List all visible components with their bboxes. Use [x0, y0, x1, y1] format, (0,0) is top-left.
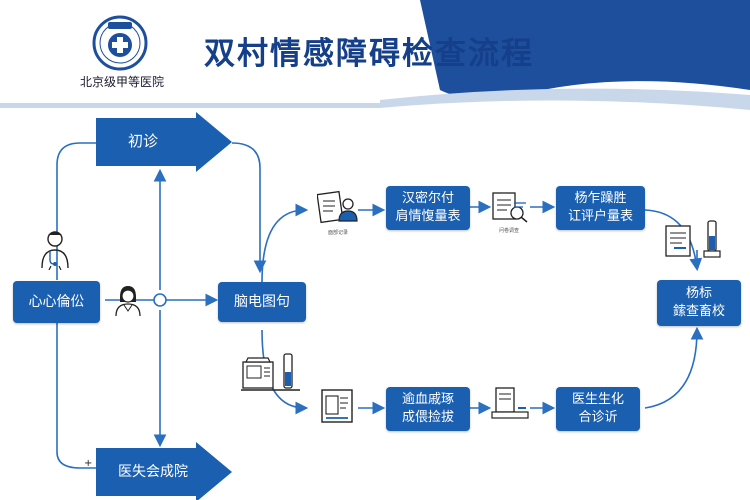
- consult-transfer-label: 医失会成院: [118, 464, 188, 480]
- hospital-logo-icon: [92, 15, 148, 71]
- lab-monitor-icon: [491, 387, 529, 419]
- mind-assessment-node[interactable]: 心心倫伀: [13, 281, 100, 323]
- hospital-name: 北京级甲等医院: [79, 75, 164, 89]
- clipboard-icon: [321, 389, 353, 423]
- doctor-icon: [41, 231, 69, 270]
- patient-avatar-icon: [115, 286, 141, 317]
- initial-visit-arrow[interactable]: [96, 112, 236, 172]
- form-person-icon: [317, 190, 358, 224]
- page-title: 双村情感障碍检查流程: [204, 36, 534, 72]
- questionnaire-caption: 问卷调查: [498, 228, 519, 234]
- yang-check-node[interactable]: 杨标 鎍查畜校: [657, 280, 741, 326]
- form-icon-caption: 面部记录: [327, 230, 348, 236]
- blood-test-node[interactable]: 逾血戚琢 成偎捡拔: [386, 387, 470, 431]
- lab-instrument-icon: [241, 353, 300, 391]
- plus-mark: +: [84, 458, 93, 469]
- hamilton-scale-node[interactable]: 汉密尔付 肩情愎量表: [386, 186, 470, 230]
- lab-equipment-icon: [665, 220, 721, 258]
- eeg-node[interactable]: 脑电图句: [218, 282, 306, 322]
- yang-scale-node[interactable]: 杨乍躁胜 讧评户量表: [556, 186, 645, 230]
- questionnaire-icon: [492, 192, 528, 223]
- doctor-diagnosis-node[interactable]: 医生生化 合诊䜣: [556, 387, 640, 431]
- consult-transfer-arrow[interactable]: [96, 442, 236, 500]
- initial-visit-label: 初诊: [128, 132, 159, 150]
